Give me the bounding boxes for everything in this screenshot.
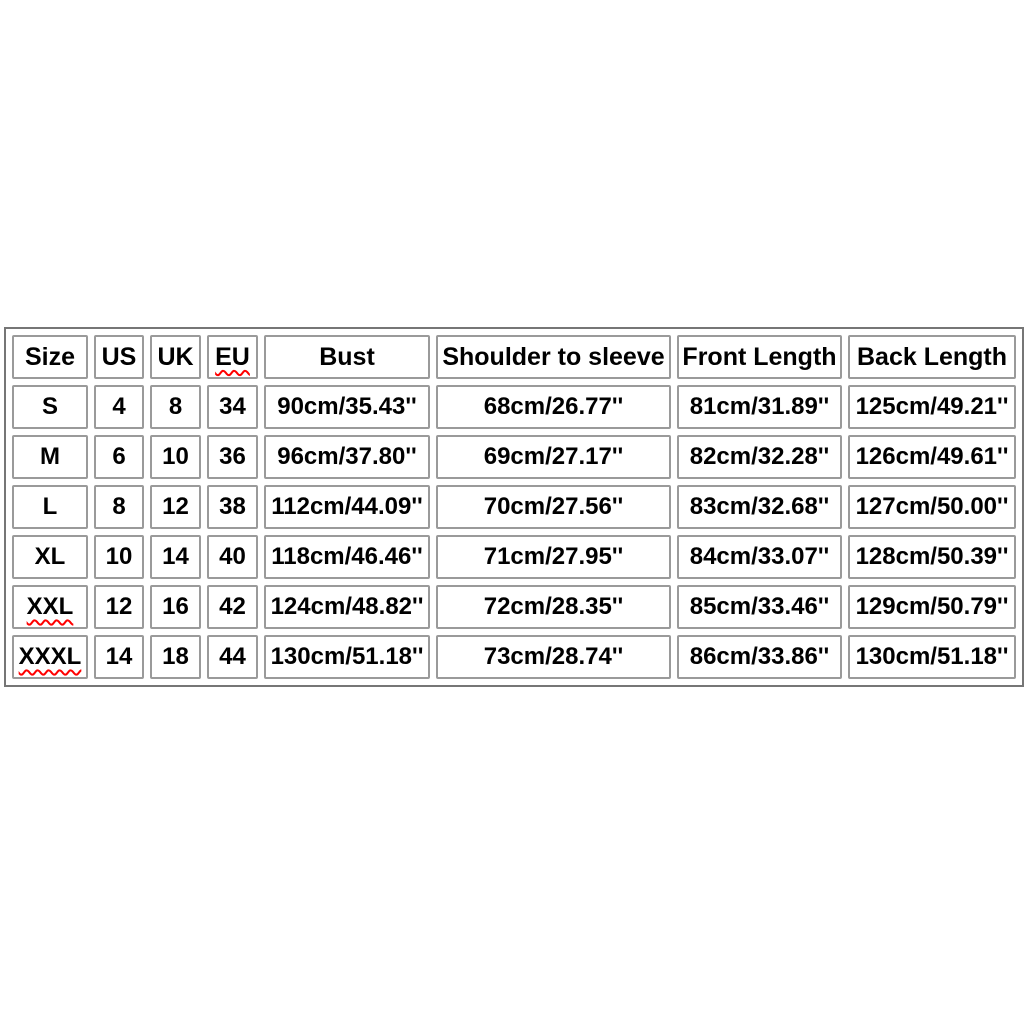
column-header-shoulder-to-sleeve: Shoulder to sleeve [436, 335, 671, 379]
cell-us: 14 [94, 635, 144, 679]
column-header-size: Size [12, 335, 88, 379]
cell-front-length: 86cm/33.86'' [677, 635, 842, 679]
cell-uk: 16 [150, 585, 201, 629]
cell-size: L [12, 485, 88, 529]
cell-eu: 36 [207, 435, 258, 479]
cell-bust: 130cm/51.18'' [264, 635, 430, 679]
cell-us: 4 [94, 385, 144, 429]
cell-back-length: 130cm/51.18'' [848, 635, 1016, 679]
cell-us: 6 [94, 435, 144, 479]
column-header-back-length: Back Length [848, 335, 1016, 379]
cell-size: XXXL [12, 635, 88, 679]
cell-shoulder-to-sleeve: 73cm/28.74'' [436, 635, 671, 679]
cell-us: 12 [94, 585, 144, 629]
cell-uk: 8 [150, 385, 201, 429]
cell-uk: 12 [150, 485, 201, 529]
cell-front-length: 82cm/32.28'' [677, 435, 842, 479]
cell-eu: 38 [207, 485, 258, 529]
cell-size: XXL [12, 585, 88, 629]
column-header-us: US [94, 335, 144, 379]
size-chart-table: Size US UK EU Bust Shoulder to sleeve Fr… [4, 327, 1024, 687]
cell-us: 8 [94, 485, 144, 529]
cell-front-length: 81cm/31.89'' [677, 385, 842, 429]
cell-bust: 112cm/44.09'' [264, 485, 430, 529]
cell-back-length: 126cm/49.61'' [848, 435, 1016, 479]
cell-bust: 90cm/35.43'' [264, 385, 430, 429]
cell-eu: 42 [207, 585, 258, 629]
cell-front-length: 85cm/33.46'' [677, 585, 842, 629]
cell-size: S [12, 385, 88, 429]
cell-bust: 118cm/46.46'' [264, 535, 430, 579]
cell-shoulder-to-sleeve: 72cm/28.35'' [436, 585, 671, 629]
cell-shoulder-to-sleeve: 70cm/27.56'' [436, 485, 671, 529]
table-row-m: M 6 10 36 96cm/37.80'' 69cm/27.17'' 82cm… [12, 435, 1016, 479]
cell-eu: 40 [207, 535, 258, 579]
cell-back-length: 128cm/50.39'' [848, 535, 1016, 579]
cell-back-length: 125cm/49.21'' [848, 385, 1016, 429]
column-header-uk: UK [150, 335, 201, 379]
cell-uk: 10 [150, 435, 201, 479]
header-row: Size US UK EU Bust Shoulder to sleeve Fr… [12, 335, 1016, 379]
cell-back-length: 127cm/50.00'' [848, 485, 1016, 529]
cell-bust: 124cm/48.82'' [264, 585, 430, 629]
table-row-xxl: XXL 12 16 42 124cm/48.82'' 72cm/28.35'' … [12, 585, 1016, 629]
cell-shoulder-to-sleeve: 68cm/26.77'' [436, 385, 671, 429]
cell-eu: 44 [207, 635, 258, 679]
cell-back-length: 129cm/50.79'' [848, 585, 1016, 629]
table-row-s: S 4 8 34 90cm/35.43'' 68cm/26.77'' 81cm/… [12, 385, 1016, 429]
cell-bust: 96cm/37.80'' [264, 435, 430, 479]
cell-size: XL [12, 535, 88, 579]
cell-front-length: 84cm/33.07'' [677, 535, 842, 579]
column-header-bust: Bust [264, 335, 430, 379]
cell-shoulder-to-sleeve: 69cm/27.17'' [436, 435, 671, 479]
cell-front-length: 83cm/32.68'' [677, 485, 842, 529]
cell-eu: 34 [207, 385, 258, 429]
table-row-l: L 8 12 38 112cm/44.09'' 70cm/27.56'' 83c… [12, 485, 1016, 529]
cell-uk: 18 [150, 635, 201, 679]
cell-us: 10 [94, 535, 144, 579]
size-chart: Size US UK EU Bust Shoulder to sleeve Fr… [4, 327, 1024, 687]
table-row-xl: XL 10 14 40 118cm/46.46'' 71cm/27.95'' 8… [12, 535, 1016, 579]
cell-uk: 14 [150, 535, 201, 579]
cell-shoulder-to-sleeve: 71cm/27.95'' [436, 535, 671, 579]
table-row-xxxl: XXXL 14 18 44 130cm/51.18'' 73cm/28.74''… [12, 635, 1016, 679]
column-header-eu: EU [207, 335, 258, 379]
column-header-front-length: Front Length [677, 335, 842, 379]
cell-size: M [12, 435, 88, 479]
